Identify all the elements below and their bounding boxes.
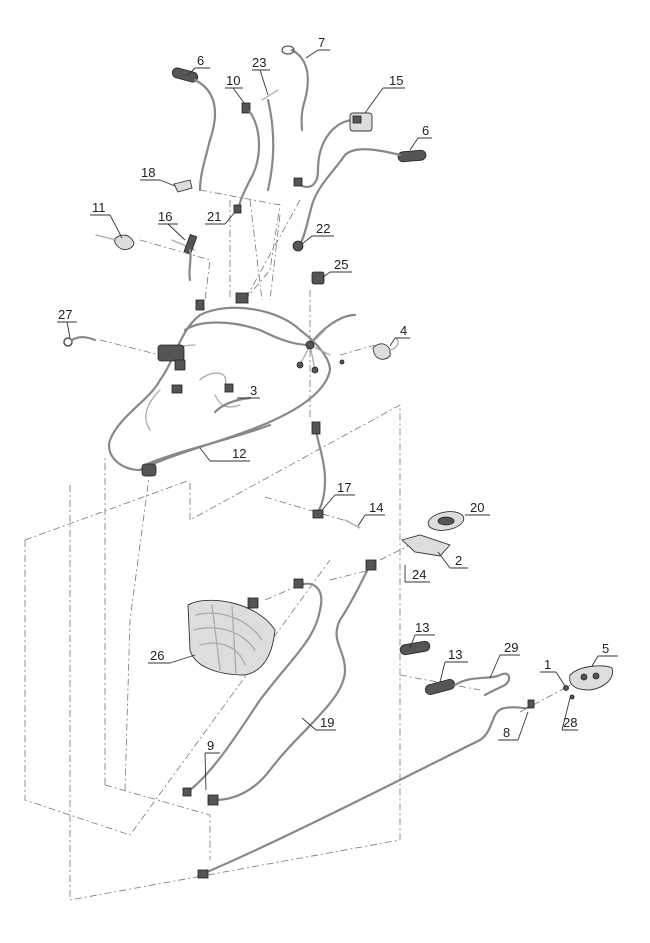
callout-5: 5 <box>602 641 609 656</box>
handlebar-harnesses <box>63 45 427 414</box>
rear-harness-parts <box>182 359 613 879</box>
callout-26: 26 <box>150 648 164 663</box>
callout-2: 2 <box>455 553 462 568</box>
callout-13: 13 <box>415 620 429 635</box>
callout-labels: 6 7 10 23 15 6 18 11 16 21 22 25 4 27 3 … <box>58 35 609 753</box>
callout-6: 6 <box>197 53 204 68</box>
callout-3: 3 <box>250 383 257 398</box>
callout-25: 25 <box>334 257 348 272</box>
callout-23: 23 <box>252 55 266 70</box>
callout-19: 19 <box>320 715 334 730</box>
callout-13: 13 <box>448 647 462 662</box>
callout-21: 21 <box>207 209 221 224</box>
callout-12: 12 <box>232 446 246 461</box>
callout-22: 22 <box>316 221 330 236</box>
callout-7: 7 <box>318 35 325 50</box>
callout-16: 16 <box>158 209 172 224</box>
tail-light <box>187 599 276 676</box>
callout-29: 29 <box>504 640 518 655</box>
callout-15: 15 <box>389 73 403 88</box>
main-wiring-harness <box>107 292 357 477</box>
callout-17: 17 <box>337 480 351 495</box>
callout-4: 4 <box>400 323 407 338</box>
callout-14: 14 <box>369 500 383 515</box>
callout-8: 8 <box>503 725 510 740</box>
callout-27: 27 <box>58 307 72 322</box>
callout-18: 18 <box>141 165 155 180</box>
callout-28: 28 <box>563 715 577 730</box>
relay-box <box>157 344 185 362</box>
leader-lines <box>57 49 618 791</box>
callout-24: 24 <box>412 567 426 582</box>
reference-lines <box>24 189 581 901</box>
callout-6: 6 <box>422 123 429 138</box>
callout-20: 20 <box>470 500 484 515</box>
callout-10: 10 <box>226 73 240 88</box>
callout-11: 11 <box>92 200 106 215</box>
callout-1: 1 <box>544 657 551 672</box>
callout-9: 9 <box>207 738 214 753</box>
